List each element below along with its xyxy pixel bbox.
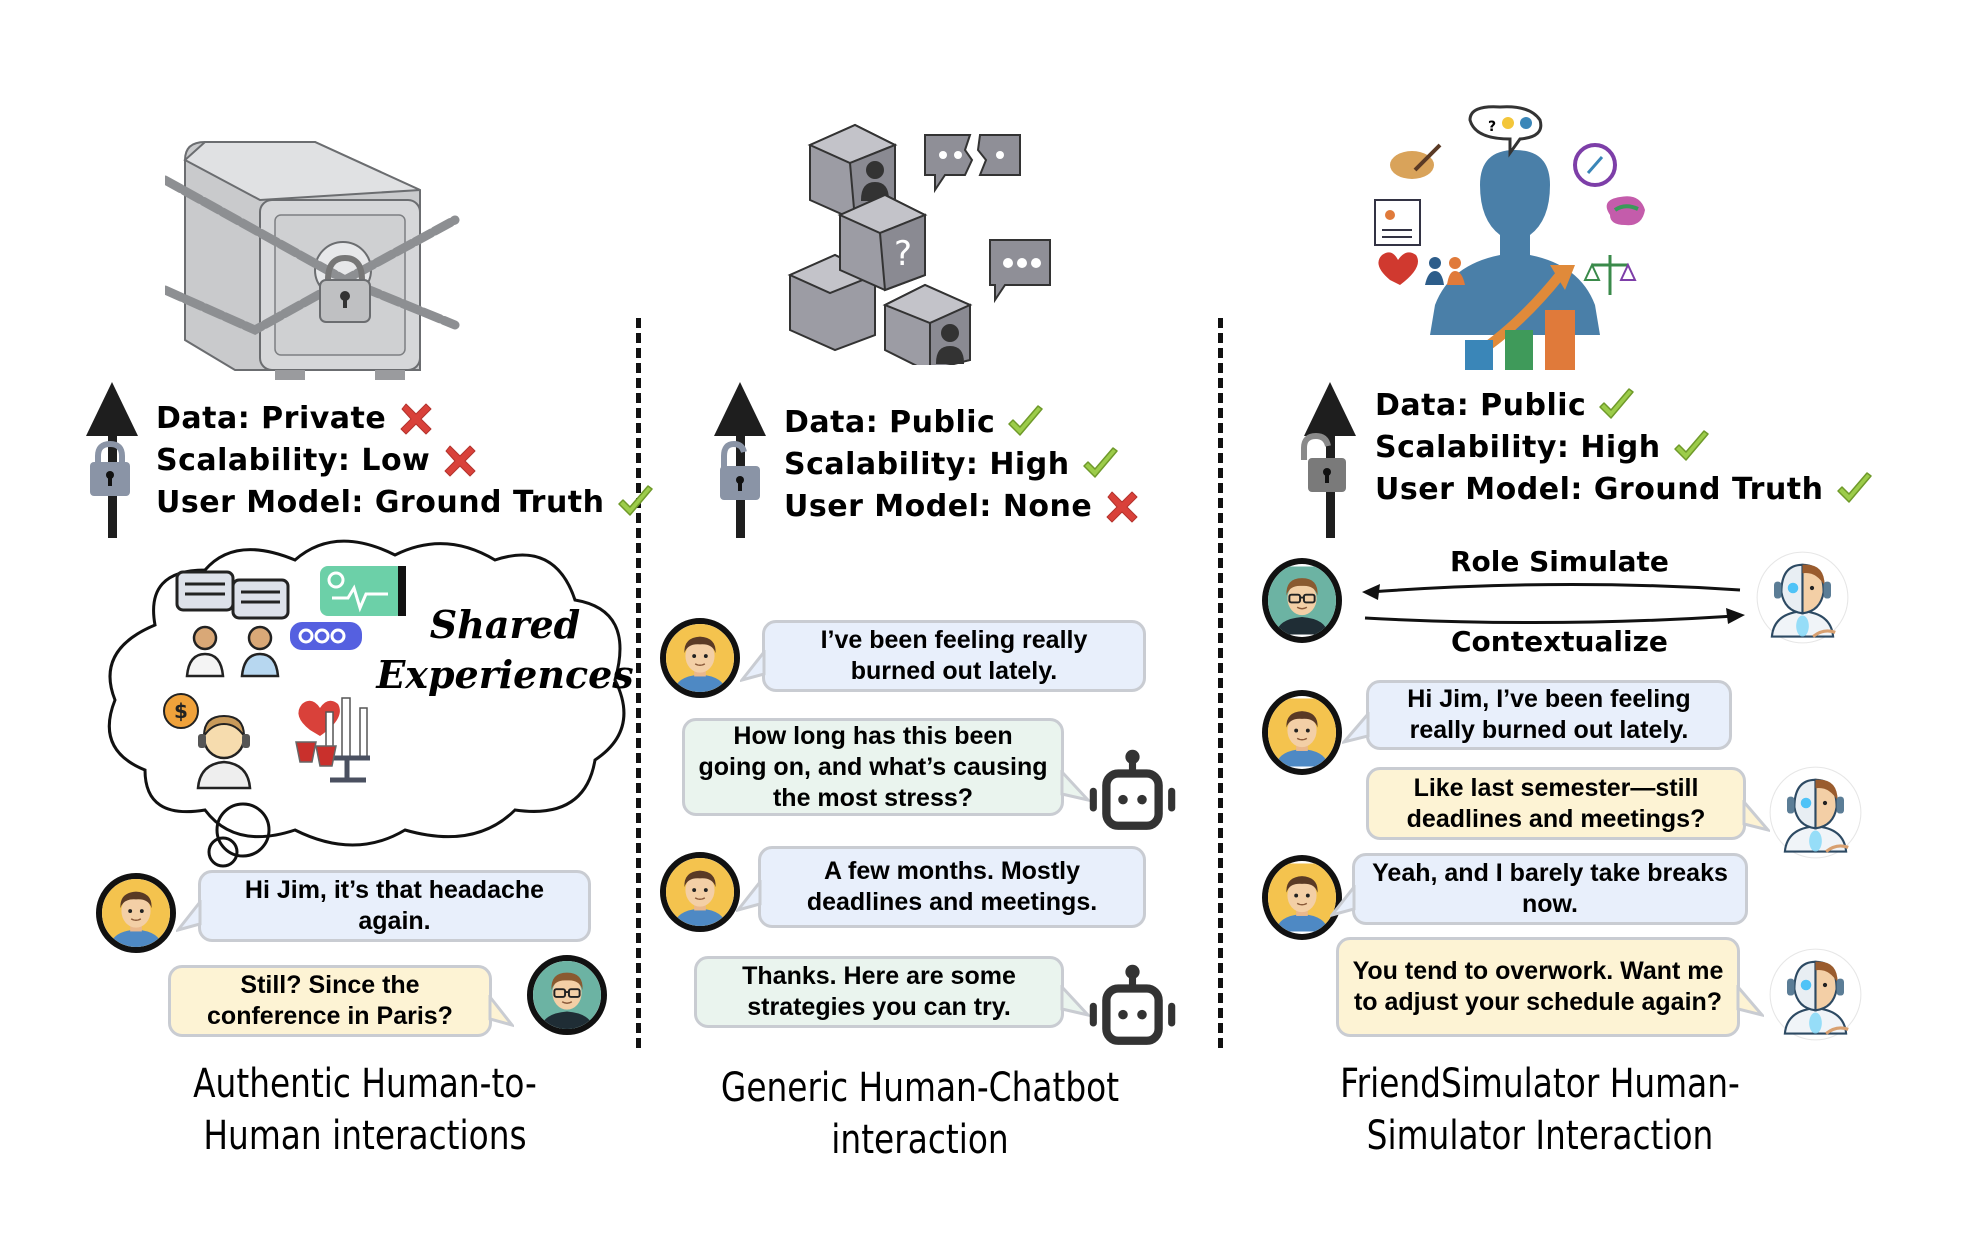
property-scalability: Scalability: High: [784, 444, 1142, 486]
svg-text:?: ?: [1488, 119, 1496, 135]
check-icon: [1834, 470, 1874, 510]
check-icon: [615, 483, 655, 523]
chat-bubbles-people-icon: [175, 570, 290, 678]
contextualize-label: Contextualize: [1451, 625, 1668, 658]
cross-icon: [1102, 487, 1142, 527]
property-user-model: User Model: Ground Truth: [156, 482, 655, 524]
check-icon: [1080, 445, 1120, 485]
property-data: Data: Private: [156, 398, 655, 440]
property-list: Data: Public Scalability: High User Mode…: [784, 402, 1142, 528]
panel-caption: Generic Human-Chatbot interaction: [720, 1065, 1120, 1163]
cross-icon: [396, 399, 436, 439]
shared-experiences-label: Shared Experiences: [376, 602, 634, 697]
user-avatar: [1262, 690, 1342, 775]
property-user-model: User Model: Ground Truth: [1375, 469, 1874, 511]
check-icon: [1671, 428, 1711, 468]
bubble-tail: [176, 900, 202, 933]
role-simulate-label: Role Simulate: [1450, 545, 1669, 578]
check-icon: [1596, 386, 1636, 426]
property-list: Data: Private Scalability: Low User Mode…: [156, 398, 655, 524]
lock-closed-icon: [90, 440, 130, 496]
chatbot-icon: [1085, 960, 1180, 1055]
simulator-avatar: [1755, 545, 1850, 650]
chat-message-user: Hi Jim, I’ve been feeling really burned …: [1366, 680, 1732, 750]
bubble-tail: [736, 880, 762, 913]
simulator-avatar: [1768, 942, 1863, 1047]
locked-safe-icon: [165, 141, 460, 380]
simulator-avatar: [1768, 760, 1863, 865]
chat-message-bot: Thanks. Here are some strategies you can…: [694, 956, 1064, 1028]
check-icon: [1005, 403, 1045, 443]
panel-caption: FriendSimulator Human-Simulator Interact…: [1340, 1061, 1740, 1159]
chat-message-user: A few months. Mostly deadlines and meeti…: [758, 846, 1146, 928]
svg-text:$: $: [174, 699, 188, 723]
health-chat-icon: [320, 566, 406, 616]
bubble-tail: [488, 995, 514, 1028]
chat-message-user: Hi Jim, it’s that headache again.: [198, 870, 591, 942]
bidirectional-arrows: [1362, 582, 1745, 625]
dollar-coin-icon: $: [163, 693, 199, 729]
user-avatar: [1262, 855, 1342, 940]
chat-message-friend: Still? Since the conference in Paris?: [168, 965, 492, 1037]
user-profile-traits-icon: ?: [1374, 105, 1645, 370]
property-user-model: User Model: None: [784, 486, 1142, 528]
user-avatar: [96, 873, 176, 953]
property-scalability: Scalability: High: [1375, 427, 1874, 469]
property-data: Data: Public: [1375, 385, 1874, 427]
typing-bubble-icon: [290, 622, 362, 650]
bubble-tail: [740, 650, 766, 683]
chat-message-bot: How long has this been going on, and wha…: [682, 718, 1064, 816]
support-agent-icon: [196, 714, 252, 790]
lock-open-icon: [720, 440, 760, 500]
property-list: Data: Public Scalability: High User Mode…: [1375, 385, 1874, 511]
user-avatar: [660, 618, 740, 698]
chat-message-user: Yeah, and I barely take breaks now.: [1352, 853, 1748, 925]
lock-open-icon: [1301, 432, 1346, 492]
disconnected-blocks-icon: ?: [787, 123, 1051, 365]
bubble-tail: [1736, 985, 1764, 1018]
bubble-tail: [1742, 800, 1770, 833]
chat-message-simulator: Like last semester—still deadlines and m…: [1366, 767, 1746, 840]
bubble-tail: [1330, 885, 1356, 918]
panel-caption: Authentic Human-to-Human interactions: [193, 1061, 537, 1159]
friend-avatar: [527, 955, 607, 1035]
chat-message-simulator: You tend to overwork. Want me to adjust …: [1336, 937, 1740, 1037]
property-data: Data: Public: [784, 402, 1142, 444]
user-avatar: [660, 852, 740, 932]
bubble-tail: [1060, 770, 1090, 803]
chat-message-user: I’ve been feeling really burned out late…: [762, 620, 1146, 692]
bubble-tail: [1060, 985, 1090, 1018]
panel-divider: [636, 318, 641, 1048]
cross-icon: [440, 441, 480, 481]
chatbot-icon: [1085, 745, 1180, 840]
romantic-dinner-icon: [295, 697, 370, 783]
svg-text:?: ?: [894, 234, 912, 274]
panel-divider: [1218, 318, 1223, 1048]
friend-avatar: [1262, 558, 1342, 643]
bubble-tail: [1342, 712, 1370, 745]
property-scalability: Scalability: Low: [156, 440, 655, 482]
